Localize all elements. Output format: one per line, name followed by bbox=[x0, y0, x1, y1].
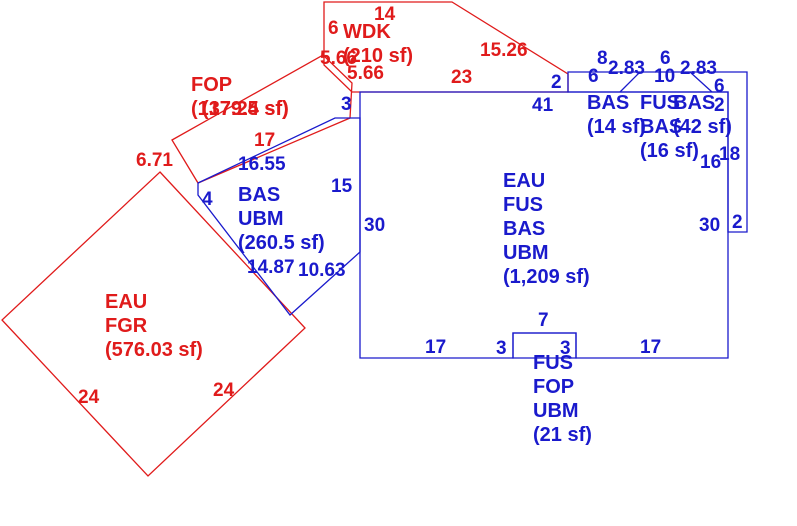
dim-ne-2a: 2 bbox=[714, 95, 725, 116]
dim-garage-top: 6.71 bbox=[136, 150, 173, 171]
fus-bas-area-line: BAS bbox=[640, 116, 682, 138]
porch-fop-outline[interactable] bbox=[171, 54, 353, 184]
dim-ne-2b: 2 bbox=[732, 212, 743, 233]
main-area-line: FUS bbox=[503, 194, 543, 216]
dim-bas-notch: 3 bbox=[341, 94, 352, 115]
dim-wdk-notch: 2 bbox=[551, 72, 562, 93]
dim-fop-side: 17 bbox=[254, 130, 275, 151]
dim-main-right: 30 bbox=[699, 215, 720, 236]
garage-area-line: (576.03 sf) bbox=[105, 339, 203, 361]
dim-ne-16: 16 bbox=[700, 152, 721, 173]
bas-ubm-area-line: (260.5 sf) bbox=[238, 232, 325, 254]
garage-area-line: EAU bbox=[105, 291, 147, 313]
wdk-area-line: (210 sf) bbox=[343, 45, 413, 67]
main-area-line: EAU bbox=[503, 170, 545, 192]
dim-ne-10: 10 bbox=[654, 66, 675, 87]
dim-wdk-inner: 5.66 bbox=[347, 63, 384, 84]
northeast-divider-2 bbox=[689, 71, 713, 93]
dim-bas-left: 4 bbox=[202, 189, 213, 210]
dim-main-left: 30 bbox=[364, 215, 385, 236]
wdk-area-line: WDK bbox=[343, 21, 391, 43]
bas-small-1-area-label: BAS (14 sf) bbox=[587, 92, 646, 138]
bas-small-2-area-line: BAS bbox=[673, 92, 715, 114]
dim-bump-left: 3 bbox=[496, 338, 507, 359]
dim-wdk-bottom: 23 bbox=[451, 67, 472, 88]
dim-ne-6a: 6 bbox=[588, 66, 599, 87]
fus-bas-area-line: FUS bbox=[640, 92, 680, 114]
fus-fop-ubm-area-line: (21 sf) bbox=[533, 424, 592, 446]
fop-overlap-area-label: (179.5 sf) bbox=[202, 98, 289, 120]
dim-bas-bottom: 10.63 bbox=[298, 260, 346, 281]
northeast-addition-outline[interactable] bbox=[567, 71, 748, 233]
fop-overlap-area-line: (179.5 sf) bbox=[202, 98, 289, 120]
bas-small-1-area-line: BAS bbox=[587, 92, 629, 114]
dim-wdk-top: 14 bbox=[374, 4, 396, 25]
garage-area-label: EAU FGR (576.03 sf) bbox=[105, 291, 203, 361]
dim-bas-top: 16.55 bbox=[238, 154, 286, 175]
fus-fop-ubm-area-line: FUS bbox=[533, 352, 573, 374]
dim-ne-283b: 2.83 bbox=[680, 58, 717, 79]
dim-main-bottom-left: 17 bbox=[425, 337, 446, 358]
dim-garage-right: 24 bbox=[213, 380, 235, 401]
fus-bas-area-line: (16 sf) bbox=[640, 140, 699, 162]
dim-wdk-diag: 15.26 bbox=[480, 40, 528, 61]
main-area-label: EAU FUS BAS UBM (1,209 sf) bbox=[503, 170, 590, 288]
bas-ubm-area-line: BAS bbox=[238, 184, 280, 206]
bas-ubm-outline[interactable] bbox=[197, 117, 361, 316]
fop-area-line: (137.24 sf) bbox=[191, 98, 289, 120]
garage-outline[interactable] bbox=[1, 171, 306, 477]
dim-bump-top: 7 bbox=[538, 310, 549, 331]
fus-fop-ubm-area-label: FUS FOP UBM (21 sf) bbox=[533, 352, 592, 446]
bas-ubm-area-label: BAS UBM (260.5 sf) bbox=[238, 184, 325, 254]
main-area-line: UBM bbox=[503, 242, 549, 264]
fus-bas-area-label: FUS BAS (16 sf) bbox=[640, 92, 699, 162]
dim-main-top: 41 bbox=[532, 95, 554, 116]
dim-garage-left: 24 bbox=[78, 387, 100, 408]
bas-ubm-area-line: UBM bbox=[238, 208, 284, 230]
northeast-divider-1 bbox=[619, 71, 641, 93]
dim-ne-8: 8 bbox=[597, 48, 608, 69]
main-area-line: BAS bbox=[503, 218, 545, 240]
dim-fop-top: 5.66 bbox=[320, 48, 357, 69]
dim-main-bottom-right: 17 bbox=[640, 337, 661, 358]
dim-ne-6c: 6 bbox=[714, 76, 725, 97]
bas-small-2-area-line: (42 sf) bbox=[673, 116, 732, 138]
dim-bas-right: 15 bbox=[331, 176, 353, 197]
garage-area-line: FGR bbox=[105, 315, 148, 337]
fus-fop-ubm-area-line: UBM bbox=[533, 400, 579, 422]
dim-ne-18: 18 bbox=[719, 144, 740, 165]
bump-out-outline[interactable] bbox=[512, 332, 577, 359]
dim-wdk-left: 6 bbox=[328, 18, 339, 39]
bas-small-1-area-line: (14 sf) bbox=[587, 116, 646, 138]
dim-bump-right: 3 bbox=[560, 338, 571, 359]
wdk-area-label: WDK (210 sf) bbox=[343, 21, 413, 67]
fus-fop-ubm-area-line: FOP bbox=[533, 376, 574, 398]
dim-ne-6b: 6 bbox=[660, 48, 671, 69]
bas-small-2-area-label: BAS (42 sf) bbox=[673, 92, 732, 138]
dim-bas-diag: 14.87 bbox=[247, 257, 295, 278]
dim-ne-283a: 2.83 bbox=[608, 58, 645, 79]
fop-area-label: FOP (137.24 sf) bbox=[191, 74, 289, 120]
fop-area-line: FOP bbox=[191, 74, 232, 96]
main-area-line: (1,209 sf) bbox=[503, 266, 590, 288]
